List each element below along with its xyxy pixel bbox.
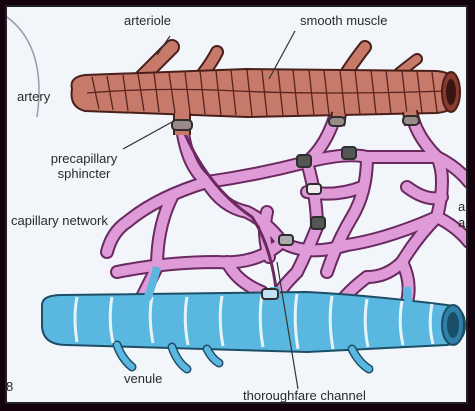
label-edge-a2: a [458,215,465,230]
capillary-network [107,115,468,307]
label-edge-a1: a [458,199,465,214]
sphincter-7 [279,235,293,245]
diagram-frame: arteriole smooth muscle artery precapill… [5,5,468,404]
sphincter-5 [342,147,356,159]
label-artery: artery [17,89,50,104]
sphincter-6 [311,217,325,229]
sphincter-9 [262,289,278,299]
vascular-diagram [7,7,468,404]
sphincter-3 [403,116,419,125]
leader-precapillary [123,122,172,149]
sphincter-8 [307,184,321,194]
sphincter-4 [297,155,311,167]
sphincter-2 [329,117,345,126]
label-precapillary-line2: sphincter [44,166,124,181]
label-capillary-network: capillary network [11,213,108,228]
label-smooth-muscle: smooth muscle [300,13,387,28]
label-thoroughfare-channel: thoroughfare channel [243,388,366,403]
sphincter-1 [172,120,192,130]
artery [72,47,460,135]
label-precapillary-line1: precapillary [44,151,124,166]
label-edge-8: 8 [6,379,13,394]
label-venule: venule [124,371,162,386]
label-arteriole: arteriole [124,13,171,28]
